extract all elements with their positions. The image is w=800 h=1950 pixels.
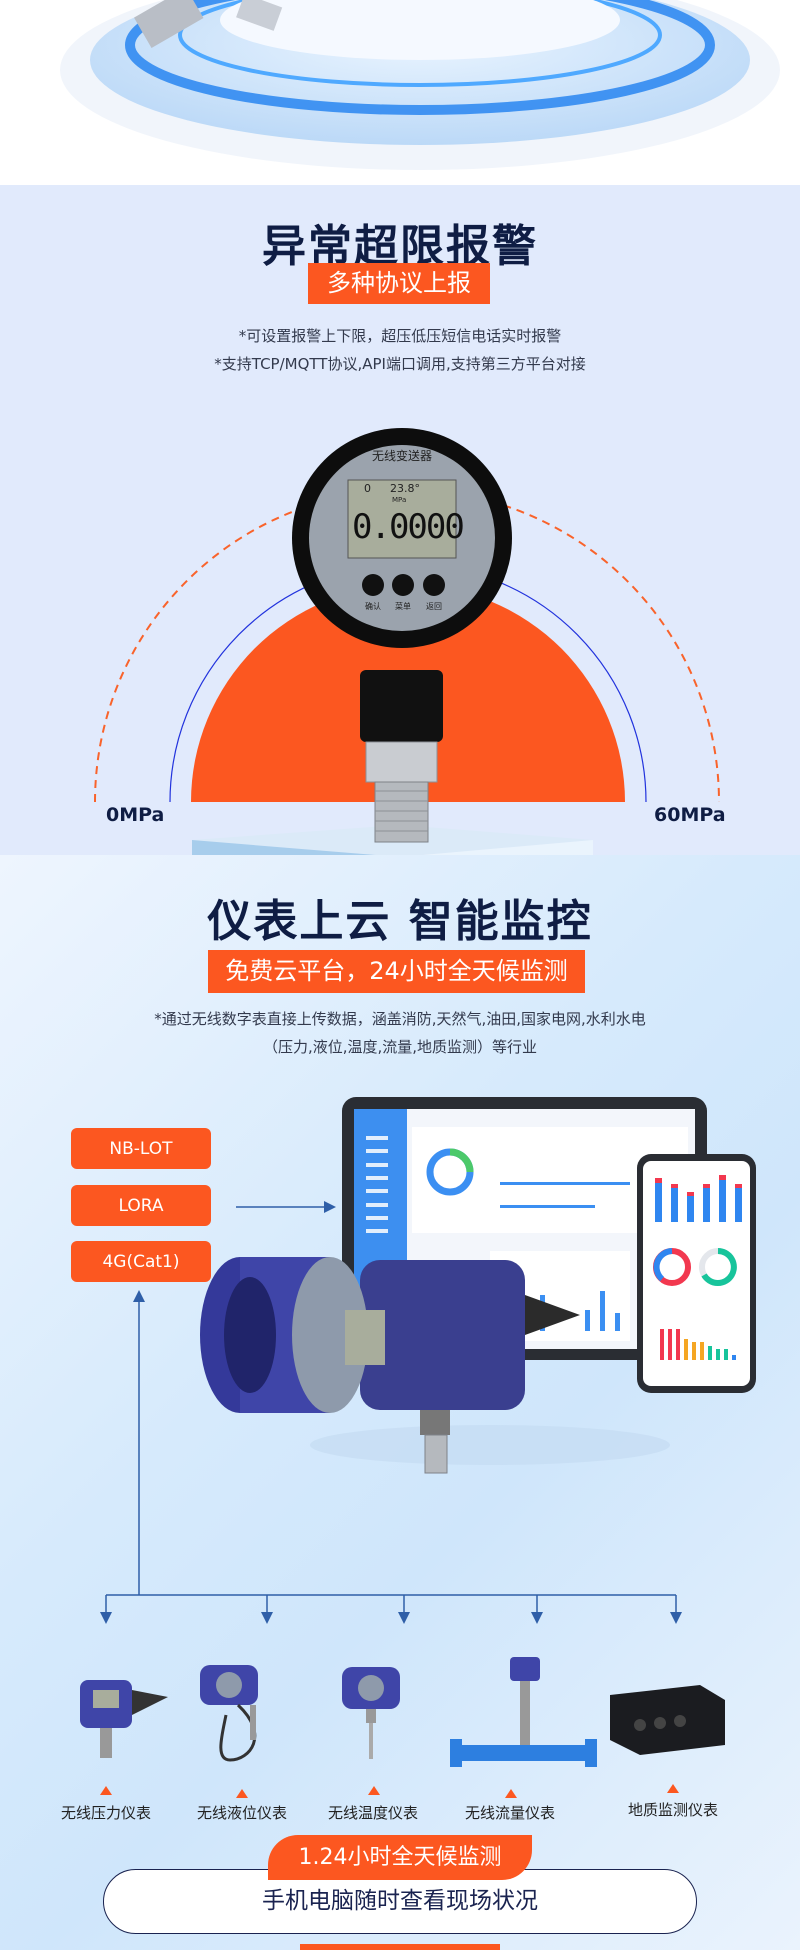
gauge-button-confirm: 确认 [365, 602, 381, 611]
lcd-small-left: 0 [364, 482, 371, 495]
product-label-level: 无线液位仪表 [196, 1804, 287, 1822]
alarm-section: 异常超限报警 多种协议上报 *可设置报警上下限，超压低压短信电话实时报警 *支持… [0, 185, 800, 855]
triangle-marker-icon [368, 1786, 380, 1795]
range-min-label: 0MPa [106, 804, 165, 826]
monitor-tag: 1.24小时全天候监测 [268, 1835, 532, 1880]
cloud-title: 仪表上云 智能监控 [207, 896, 593, 947]
product-flow-meter-image [450, 1657, 597, 1767]
product-geological-meter-image [610, 1685, 725, 1755]
triangle-marker-icon [236, 1789, 248, 1798]
bottom-accent-bar [300, 1944, 500, 1950]
protocol-4g: 4G(Cat1) [71, 1241, 211, 1282]
max-range-dashed-arc [94, 489, 720, 803]
gauge-brand: 无线变送器 [371, 449, 432, 463]
platform-illustration [60, 0, 780, 170]
wireless-meter-device [200, 1257, 670, 1474]
lcd-temperature: 23.8° [390, 482, 420, 495]
cloud-tag: 免费云平台，24小时全天候监测 [208, 950, 585, 993]
lcd-unit: MPa [392, 496, 407, 504]
monitor-pill: 手机电脑随时查看现场状况 [103, 1869, 697, 1934]
gauge-range-arcs [94, 428, 720, 855]
alarm-bullet-1: *可设置报警上下限，超压低压短信电话实时报警 [238, 327, 562, 345]
alarm-tag: 多种协议上报 [308, 263, 490, 304]
phone-dashboard [637, 1154, 756, 1393]
triangle-marker-icon [505, 1789, 517, 1798]
cloud-desc-line-2: （压力,液位,温度,流量,地质监测）等行业 [262, 1038, 538, 1056]
product-label-geological: 地质监测仪表 [627, 1801, 718, 1819]
arrow-right-icon [324, 1201, 336, 1213]
cloud-desc-line-1: *通过无线数字表直接上传数据，涵盖消防,天然气,油田,国家电网,水利水电 [154, 1010, 646, 1028]
cloud-section: 仪表上云 智能监控 免费云平台，24小时全天候监测 *通过无线数字表直接上传数据… [0, 855, 800, 1950]
product-level-meter-image [200, 1665, 258, 1762]
triangle-marker-icon [100, 1786, 112, 1795]
top-platform-section [0, 0, 800, 185]
gauge-button-back: 返回 [426, 602, 442, 611]
arrow-down-icons [100, 1612, 682, 1624]
lcd-value: 0.0000 [352, 507, 465, 547]
product-pressure-meter-image [80, 1680, 168, 1758]
range-max-label: 60MPa [654, 804, 726, 826]
product-temperature-meter-image [342, 1667, 400, 1759]
product-label-temperature: 无线温度仪表 [327, 1804, 418, 1822]
alarm-bullet-2: *支持TCP/MQTT协议,API端口调用,支持第三方平台对接 [214, 355, 586, 373]
protocol-nb-iot: NB-LOT [71, 1128, 211, 1169]
triangle-marker-icon [667, 1784, 679, 1793]
product-label-pressure: 无线压力仪表 [60, 1804, 151, 1822]
product-label-flow: 无线流量仪表 [464, 1804, 555, 1822]
gauge-button-menu: 菜单 [395, 602, 411, 611]
protocol-lora: LORA [71, 1185, 211, 1226]
cloud-diagram [80, 1097, 756, 1767]
arrow-up-icon [133, 1290, 145, 1302]
